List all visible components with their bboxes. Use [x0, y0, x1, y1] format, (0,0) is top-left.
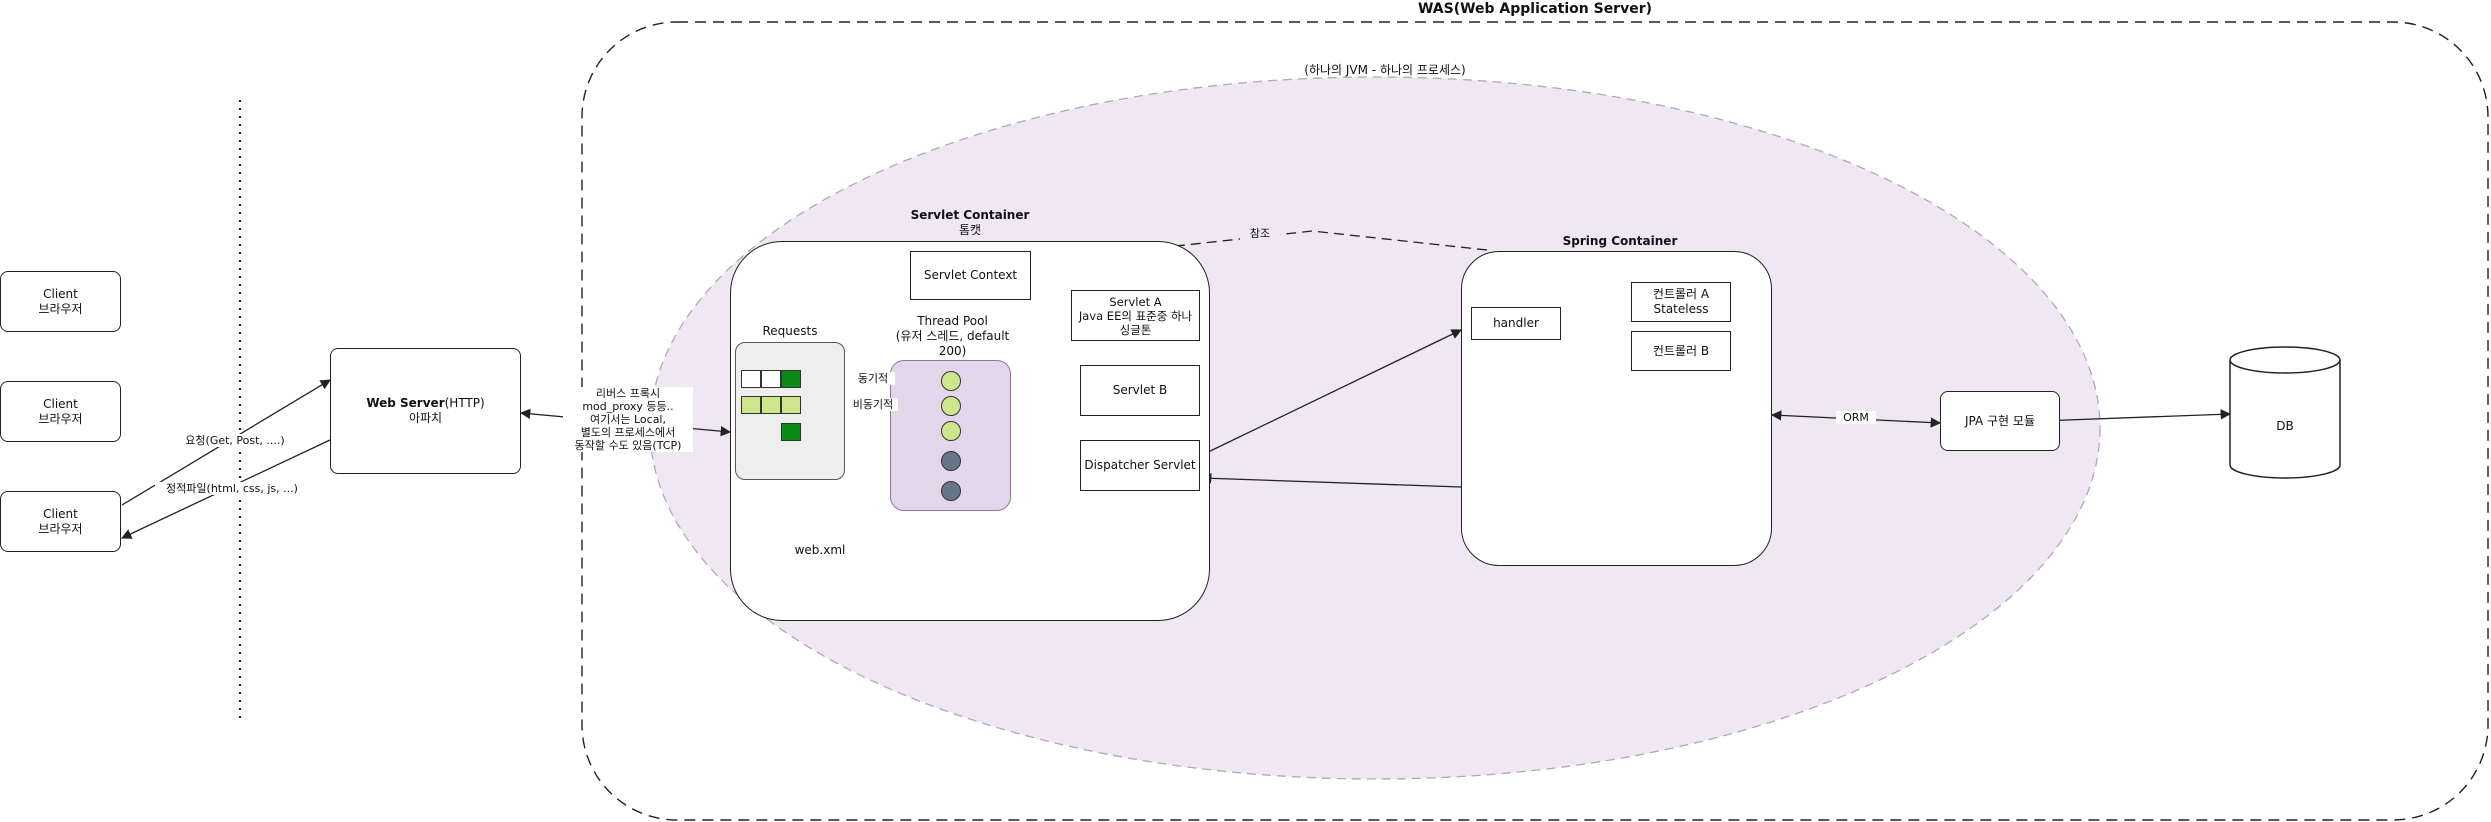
- dispatcher-servlet-box[interactable]: Dispatcher Servlet: [1080, 440, 1200, 491]
- servlet-b-box[interactable]: Servlet B: [1080, 365, 1200, 416]
- client-sublabel: 브라우저: [38, 411, 83, 426]
- client-sublabel: 브라우저: [38, 301, 83, 316]
- request-edge-label: 요청(Get, Post, ....): [168, 434, 302, 447]
- client-browser-2[interactable]: Client 브라우저: [0, 381, 121, 442]
- dispatcher-to-spring-arrow: [1201, 329, 1462, 456]
- servlet-a-box[interactable]: Servlet A Java EE의 표준중 하나 싱글톤: [1071, 290, 1200, 341]
- controller-a-box[interactable]: 컨트롤러 A Stateless: [1631, 282, 1731, 322]
- web-server-box[interactable]: Web Server(HTTP) 아파치: [330, 348, 521, 474]
- web-xml-label: web.xml: [794, 543, 846, 557]
- static-files-edge-label: 정적파일(html, css, js, ...): [155, 482, 309, 495]
- jpa-db-arrow: [2038, 409, 2232, 426]
- servlet-context-box[interactable]: Servlet Context: [910, 251, 1031, 300]
- jvm-label: (하나의 JVM - 하나의 프로세스): [1304, 63, 1466, 77]
- orm-label: ORM: [1836, 411, 1876, 424]
- requests-label: Requests: [762, 324, 818, 338]
- reverse-proxy-label: 리버스 프록시 mod_proxy 등등.. 여기서는 Local, 별도의 프…: [563, 387, 693, 452]
- client-browser-1[interactable]: Client 브라우저: [0, 271, 121, 332]
- thread-active: [941, 396, 961, 416]
- controller-b-box[interactable]: 컨트롤러 B: [1631, 331, 1731, 371]
- servlet-container-title: Servlet Container: [910, 208, 1030, 222]
- queue-cell-empty: [741, 370, 761, 388]
- was-title: WAS(Web Application Server): [1417, 1, 1653, 17]
- client-sublabel: 브라우저: [38, 521, 83, 536]
- client-label: Client: [43, 506, 78, 521]
- client-label: Client: [43, 286, 78, 301]
- handler-box[interactable]: handler: [1471, 307, 1561, 340]
- thread-active: [941, 421, 961, 441]
- servlet-container-subtitle: 톰캣: [958, 223, 982, 237]
- reference-label: 참조: [1240, 227, 1280, 240]
- spring-container-title: Spring Container: [1562, 234, 1678, 248]
- queue-cell-filled: [781, 370, 801, 388]
- queue-cell-light: [781, 396, 801, 414]
- async-label: 비동기적: [848, 398, 898, 411]
- queue-cell-light: [741, 396, 761, 414]
- db-cylinder: [2229, 346, 2341, 479]
- jpa-module-box[interactable]: JPA 구현 모듈: [1940, 391, 2060, 451]
- thread-idle: [941, 481, 961, 501]
- client-browser-3[interactable]: Client 브라우저: [0, 491, 121, 552]
- spring-to-dispatcher-arrow: [1200, 473, 1462, 488]
- reference-dashed-arrow: [1030, 230, 1488, 267]
- client-label: Client: [43, 396, 78, 411]
- queue-cell-filled: [781, 423, 801, 441]
- sync-label: 동기적: [851, 372, 895, 385]
- queue-cell-light: [761, 396, 781, 414]
- thread-active: [941, 371, 961, 391]
- thread-pool-label: Thread Pool (유저 스레드, default 200): [895, 314, 1010, 358]
- web-server-impl: 아파치: [408, 411, 443, 425]
- thread-idle: [941, 451, 961, 471]
- web-server-title: Web Server(HTTP): [366, 396, 485, 410]
- queue-cell-empty: [761, 370, 781, 388]
- db-label: DB: [2276, 419, 2294, 433]
